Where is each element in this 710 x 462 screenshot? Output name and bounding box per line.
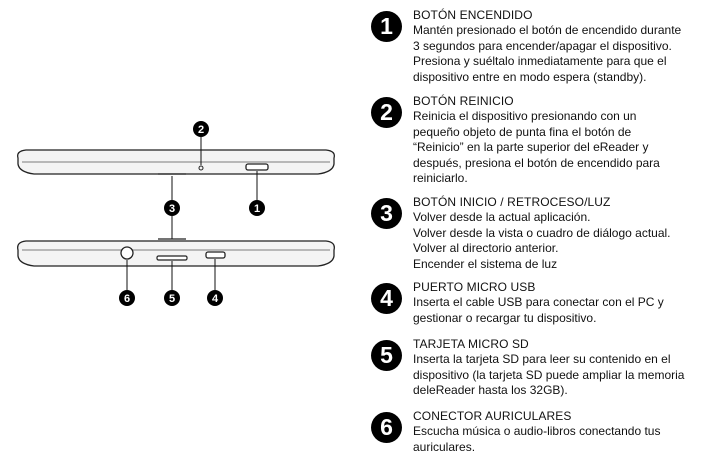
callout-description: Escucha música o audio-libros conectando… [413, 424, 661, 454]
callout-title: BOTÓN INICIO / RETROCESO/LUZ [413, 195, 611, 209]
callout-text: BOTÓN REINICIO Reinicia el dispositivo p… [413, 94, 709, 186]
leader-lines [126, 137, 258, 290]
micro-usb-port-shape [205, 251, 226, 259]
svg-text:2: 2 [198, 124, 204, 136]
diagram-badge-5: 5 [164, 290, 180, 306]
headphone-jack-shape [120, 246, 134, 260]
callout-title: BOTÓN REINICIO [413, 94, 514, 108]
callout-number-badge: 2 [371, 97, 402, 128]
diagram-badge-3: 3 [164, 200, 180, 216]
callout-text: PUERTO MICRO USB Inserta el cable USB pa… [413, 280, 709, 326]
callout-title: TARJETA MICRO SD [413, 337, 529, 351]
device-top-view [17, 149, 335, 175]
diagram-badge-6: 6 [119, 290, 135, 306]
callout-title: PUERTO MICRO USB [413, 280, 536, 294]
callout-number-badge: 3 [371, 198, 402, 229]
diagram-badge-4: 4 [207, 290, 223, 306]
callout-description: Reinicia el dispositivo presionando con … [413, 109, 660, 186]
power-button-shape [245, 163, 269, 171]
callout-description: Inserta la tarjeta SD para leer su conte… [413, 352, 685, 398]
callout-text: BOTÓN ENCENDIDO Mantén presionado el bot… [413, 8, 709, 85]
callout-title: BOTÓN ENCENDIDO [413, 8, 533, 22]
svg-text:3: 3 [169, 203, 175, 215]
svg-text:1: 1 [254, 203, 260, 215]
callout-text: CONECTOR AURICULARES Escucha música o au… [413, 409, 709, 455]
callout-description: Volver desde la actual aplicación. Volve… [413, 210, 671, 271]
callout-number-badge: 5 [371, 340, 402, 371]
callout-text: BOTÓN INICIO / RETROCESO/LUZ Volver desd… [413, 195, 709, 272]
callout-number-badge: 4 [371, 283, 402, 314]
diagram-badge-1: 1 [249, 200, 265, 216]
svg-text:4: 4 [212, 293, 219, 305]
callout-description: Mantén presionado el botón de encendido … [413, 23, 682, 84]
device-bottom-view [17, 238, 335, 267]
callout-text: TARJETA MICRO SD Inserta la tarjeta SD p… [413, 337, 709, 399]
device-diagram: 2 1 3 6 5 4 [17, 121, 335, 306]
callout-legend: 1 BOTÓN ENCENDIDO Mantén presionado el b… [370, 0, 710, 462]
callout-number-badge: 6 [371, 412, 402, 443]
svg-text:5: 5 [169, 293, 175, 305]
micro-sd-slot-shape [156, 255, 188, 261]
reset-pinhole [198, 165, 204, 171]
diagram-badge-2: 2 [193, 121, 209, 137]
callout-description: Inserta el cable USB para conectar con e… [413, 295, 664, 325]
device-drawing: 2 1 3 6 5 4 [17, 121, 335, 306]
callout-title: CONECTOR AURICULARES [413, 409, 572, 423]
svg-text:6: 6 [124, 293, 130, 305]
callout-number-badge: 1 [371, 11, 402, 42]
